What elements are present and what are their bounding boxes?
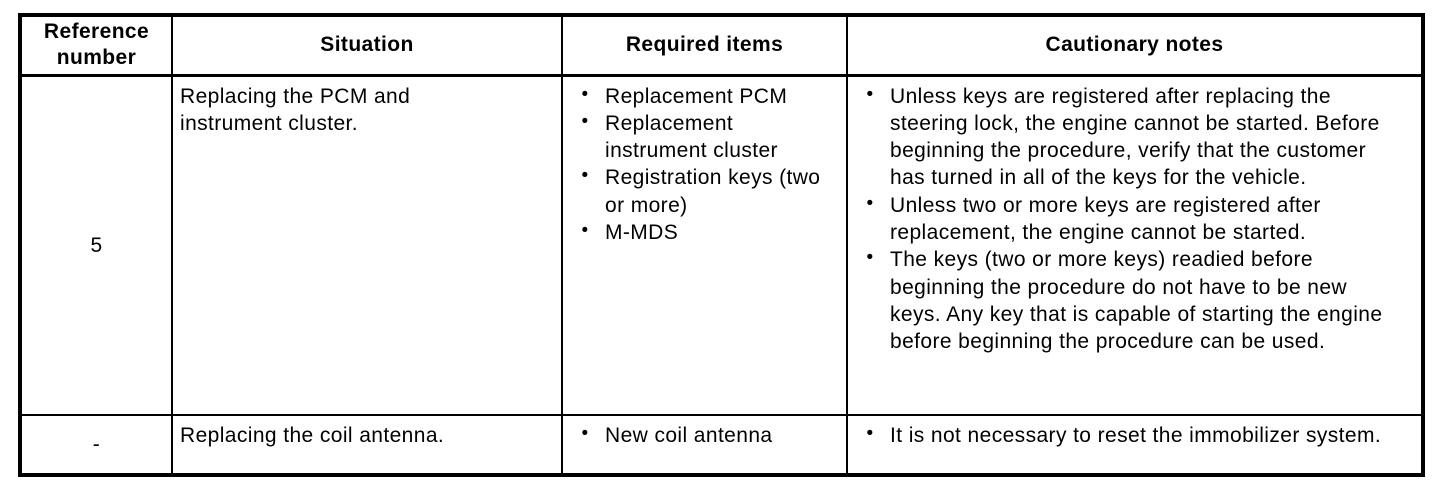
bullet-icon: • bbox=[866, 192, 874, 214]
list-item: • M-MDS bbox=[569, 219, 840, 246]
header-row: Reference number Situation Required item… bbox=[19, 14, 1424, 77]
cell-cautionary-notes: • Unless keys are registered after repla… bbox=[846, 74, 1424, 416]
bullet-icon: • bbox=[866, 247, 874, 269]
required-item-text: M-MDS bbox=[605, 220, 679, 244]
bullet-icon: • bbox=[866, 83, 874, 105]
cell-cautionary-notes: • It is not necessary to reset the immob… bbox=[846, 414, 1424, 476]
cell-reference-number: 5 bbox=[19, 74, 173, 416]
header-reference-number: Reference number bbox=[19, 14, 173, 77]
situation-text: Replacing the coil antenna. bbox=[180, 424, 445, 447]
list-item: • The keys (two or more keys) readied be… bbox=[854, 246, 1415, 355]
cautionary-note-text: Unless keys are registered after replaci… bbox=[890, 84, 1380, 190]
list-item: • New coil antenna bbox=[569, 422, 840, 449]
list-item: • Unless keys are registered after repla… bbox=[854, 83, 1415, 192]
table-row: - Replacing the coil antenna. • New coil… bbox=[19, 414, 1424, 476]
list-item: • Replacement PCM bbox=[569, 83, 840, 110]
cell-situation: Replacing the PCM and instrument cluster… bbox=[171, 74, 563, 416]
list-item: • Unless two or more keys are registered… bbox=[854, 192, 1415, 247]
cell-reference-number: - bbox=[19, 414, 173, 476]
situation-text: Replacing the PCM and instrument cluster… bbox=[180, 84, 411, 135]
table-row: 5 Replacing the PCM and instrument clust… bbox=[19, 74, 1424, 416]
required-item-text: Replacement instrument cluster bbox=[605, 111, 778, 163]
bullet-icon: • bbox=[581, 165, 589, 187]
list-item: • It is not necessary to reset the immob… bbox=[854, 422, 1415, 449]
cell-required-items: • New coil antenna bbox=[561, 414, 848, 476]
required-item-text: Registration keys (two or more) bbox=[605, 166, 821, 217]
bullet-icon: • bbox=[581, 219, 589, 241]
cautionary-note-text: Unless two or more keys are registered a… bbox=[890, 193, 1321, 244]
bullet-icon: • bbox=[581, 110, 589, 132]
cautionary-note-text: The keys (two or more keys) readied befo… bbox=[890, 248, 1383, 354]
cautionary-note-text: It is not necessary to reset the immobil… bbox=[890, 424, 1382, 447]
list-item: • Registration keys (two or more) bbox=[569, 164, 840, 219]
immobilizer-reference-table: Reference number Situation Required item… bbox=[18, 13, 1425, 477]
bullet-icon: • bbox=[581, 423, 589, 444]
bullet-icon: • bbox=[866, 423, 874, 444]
required-item-text: New coil antenna bbox=[605, 424, 773, 447]
cell-situation: Replacing the coil antenna. bbox=[171, 414, 563, 476]
list-item: • Replacement instrument cluster bbox=[569, 110, 840, 165]
bullet-icon: • bbox=[581, 83, 589, 105]
required-item-text: Replacement PCM bbox=[605, 84, 788, 108]
header-cautionary-notes: Cautionary notes bbox=[846, 14, 1424, 77]
header-situation: Situation bbox=[171, 14, 563, 77]
header-required-items: Required items bbox=[561, 14, 848, 77]
cell-required-items: • Replacement PCM • Replacement instrume… bbox=[561, 74, 848, 416]
